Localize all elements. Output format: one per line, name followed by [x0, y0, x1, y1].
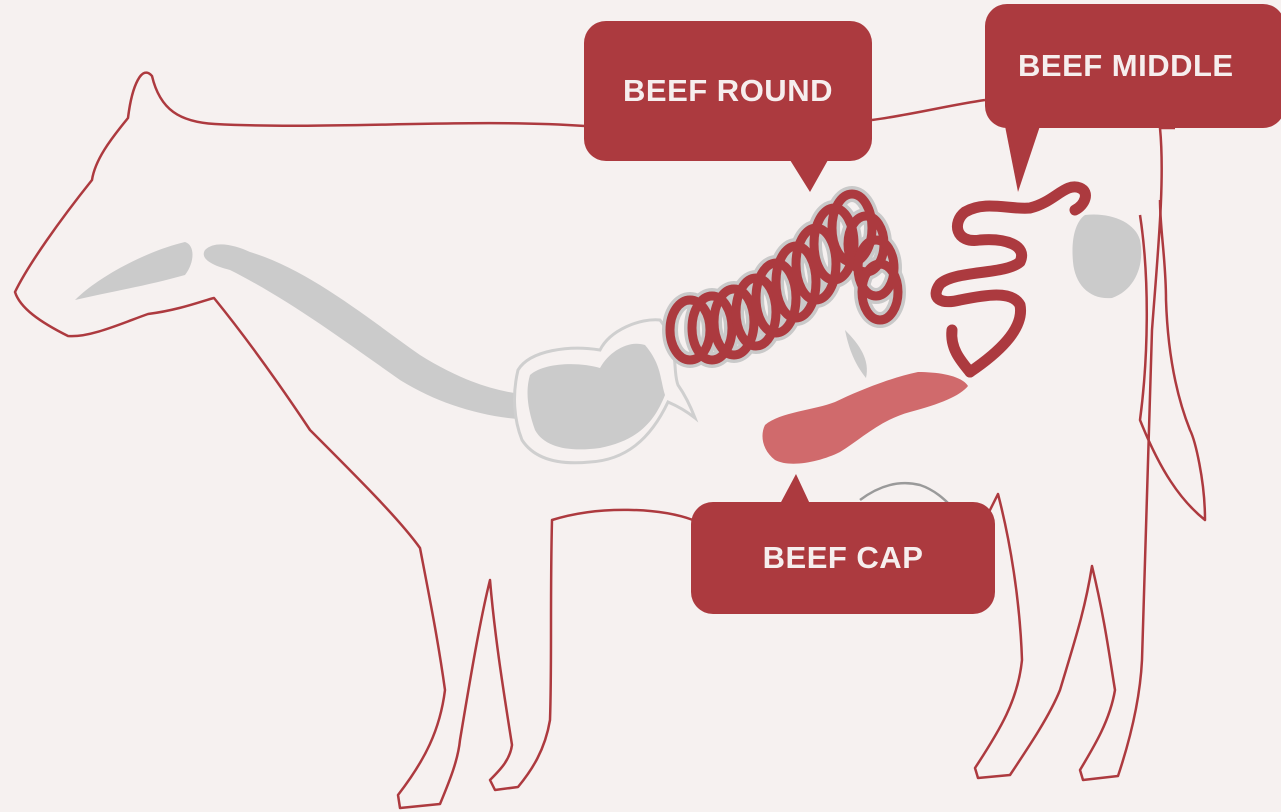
beef-round-callout: BEEF ROUND: [584, 21, 872, 161]
cow-tail-outline: [1140, 200, 1205, 520]
beef-middle-pointer: [1005, 126, 1040, 192]
esophagus-upper: [75, 242, 193, 300]
duodenum-piece: [845, 330, 867, 378]
beef-middle-label: BEEF MIDDLE: [1018, 48, 1234, 84]
beef-cap-callout: BEEF CAP: [691, 502, 995, 614]
beef-cap-label: BEEF CAP: [763, 540, 924, 576]
beef-cap-organ: [762, 372, 968, 464]
beef-round-pointer: [790, 160, 828, 192]
beef-round-label: BEEF ROUND: [623, 73, 833, 109]
beef-cap-pointer: [780, 474, 810, 504]
rectum-organ: [1073, 214, 1142, 298]
beef-middle-callout: BEEF MIDDLE: [985, 4, 1281, 128]
esophagus-lower: [204, 244, 540, 420]
beef-middle-left-wave: [952, 330, 970, 372]
cow-back-line: [872, 100, 985, 120]
beef-round-organ: [670, 194, 898, 360]
